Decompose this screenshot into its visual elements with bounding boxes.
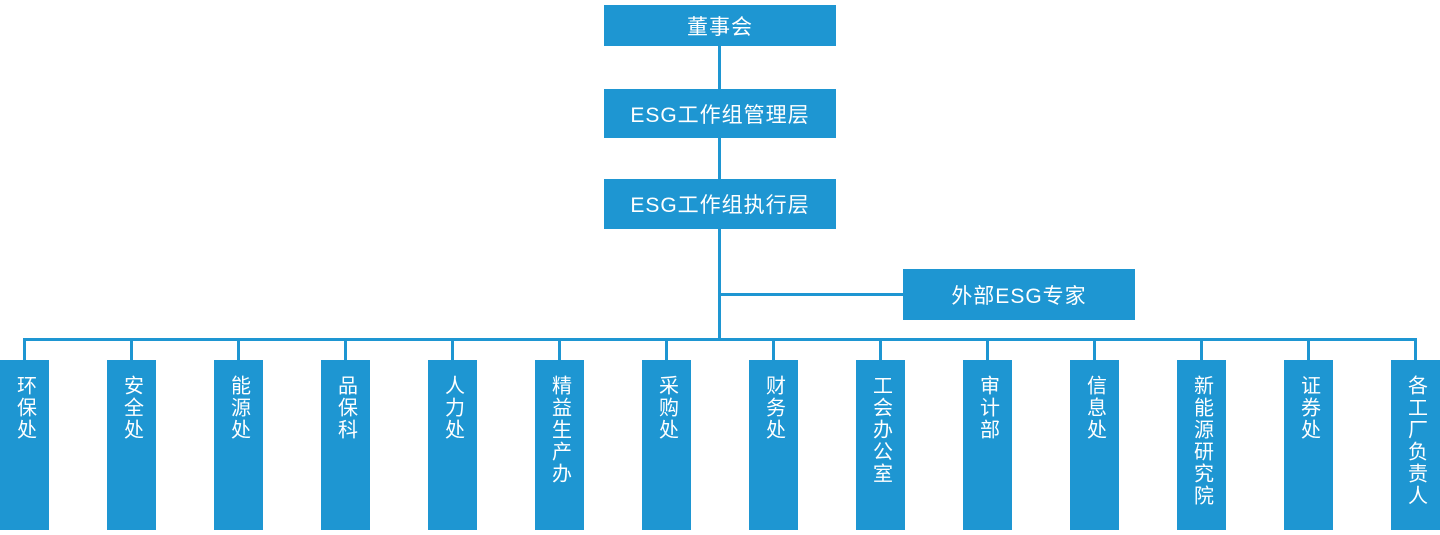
connector-stub [558, 338, 561, 360]
department-label: 新能源研究院 [1190, 375, 1213, 507]
node-department: 财务处 [749, 360, 798, 530]
department-label: 人力处 [441, 375, 464, 441]
department-label: 安全处 [120, 375, 143, 441]
connector-stub [1200, 338, 1203, 360]
node-department: 采购处 [642, 360, 691, 530]
department-label: 工会办公室 [869, 375, 892, 485]
connector-stub [344, 338, 347, 360]
department-label: 信息处 [1083, 375, 1106, 441]
connector-department-rail [23, 338, 1417, 341]
connector-management-execution [718, 138, 721, 179]
node-department: 工会办公室 [856, 360, 905, 530]
node-department: 人力处 [428, 360, 477, 530]
node-department: 能源处 [214, 360, 263, 530]
node-external-esg-expert-label: 外部ESG专家 [951, 284, 1087, 308]
node-department: 信息处 [1070, 360, 1119, 530]
node-external-esg-expert: 外部ESG专家 [903, 269, 1135, 320]
department-label: 采购处 [655, 375, 678, 441]
connector-board-management [718, 46, 721, 89]
node-department: 审计部 [963, 360, 1012, 530]
department-label: 各工厂负责人 [1404, 375, 1427, 507]
department-label: 证券处 [1297, 375, 1320, 441]
connector-stub [879, 338, 882, 360]
node-esg-management-label: ESG工作组管理层 [630, 103, 810, 127]
node-esg-execution: ESG工作组执行层 [604, 179, 836, 229]
node-department: 精益生产办 [535, 360, 584, 530]
node-board-label: 董事会 [687, 15, 753, 39]
department-label: 精益生产办 [548, 375, 571, 485]
connector-stub [130, 338, 133, 360]
node-department: 证券处 [1284, 360, 1333, 530]
node-board: 董事会 [604, 5, 836, 46]
connector-external-branch [718, 293, 905, 296]
node-department: 环保处 [0, 360, 49, 530]
department-label: 环保处 [13, 375, 36, 441]
connector-execution-trunk [718, 229, 721, 341]
node-department: 各工厂负责人 [1391, 360, 1440, 530]
connector-stub [986, 338, 989, 360]
node-department: 品保科 [321, 360, 370, 530]
connector-stub [1414, 338, 1417, 360]
connector-stub [1307, 338, 1310, 360]
node-esg-management: ESG工作组管理层 [604, 89, 836, 138]
department-label: 审计部 [976, 375, 999, 441]
connector-stub [772, 338, 775, 360]
department-label: 财务处 [762, 375, 785, 441]
connector-stub [665, 338, 668, 360]
department-label: 能源处 [227, 375, 250, 441]
node-department: 安全处 [107, 360, 156, 530]
department-label: 品保科 [334, 375, 357, 441]
connector-stub [237, 338, 240, 360]
node-department: 新能源研究院 [1177, 360, 1226, 530]
connector-stub [1093, 338, 1096, 360]
connector-stub [23, 338, 26, 360]
node-esg-execution-label: ESG工作组执行层 [630, 194, 810, 217]
connector-stub [451, 338, 454, 360]
